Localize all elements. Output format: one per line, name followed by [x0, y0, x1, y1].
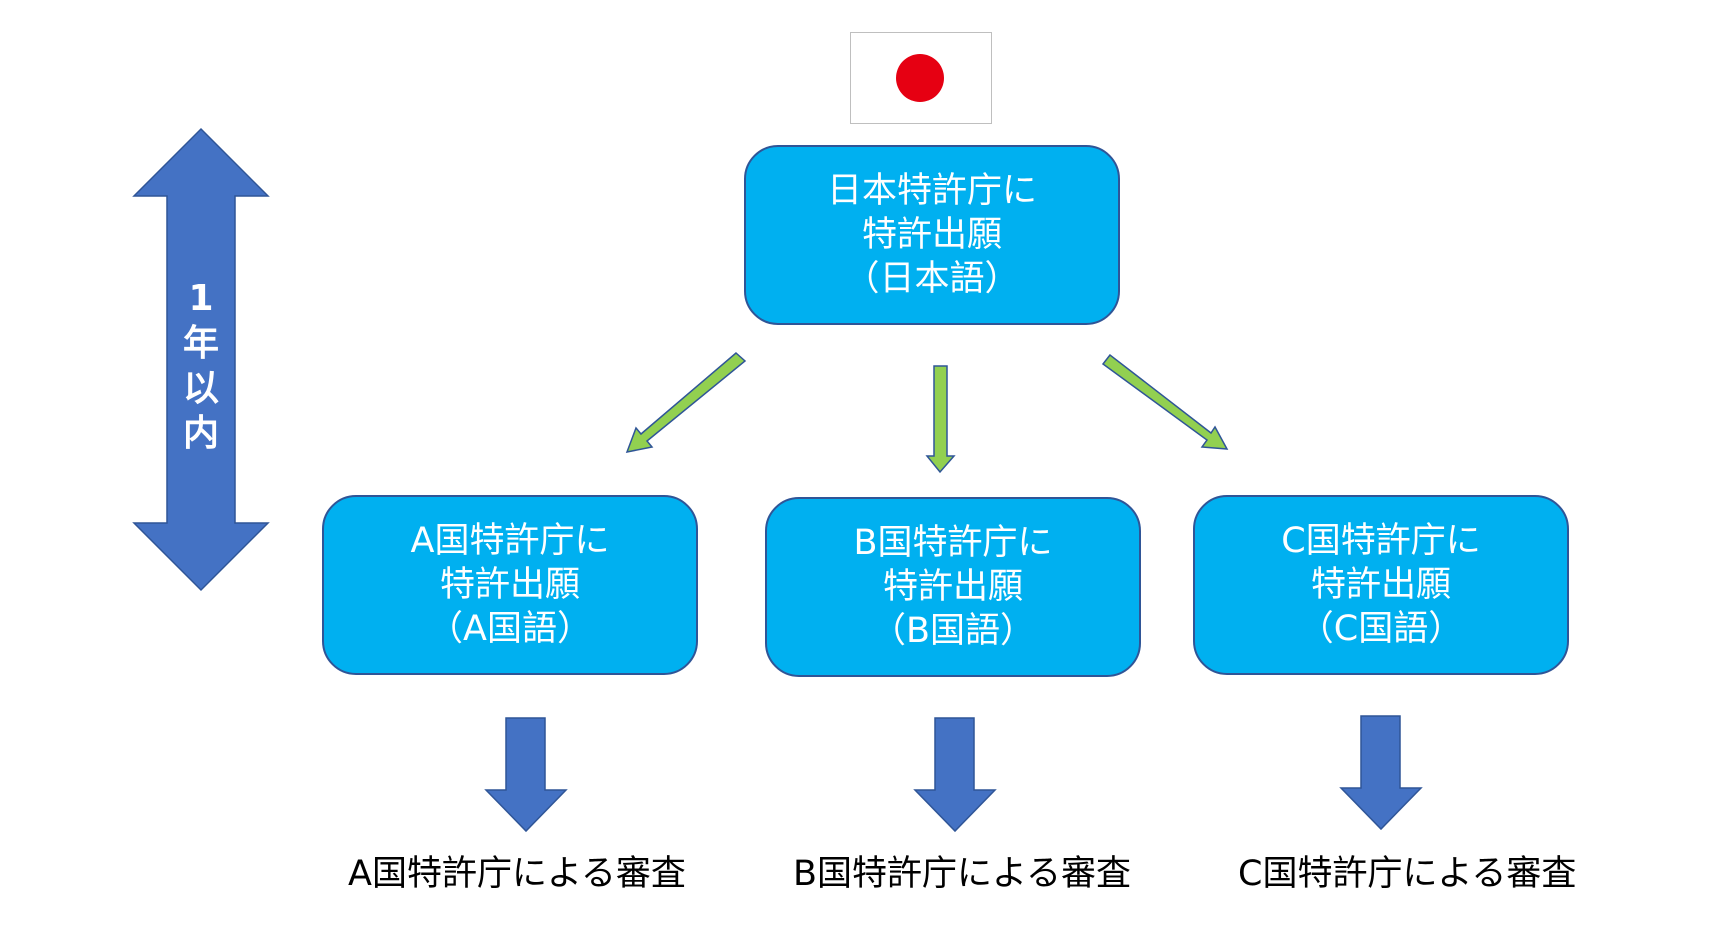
box-line: 特許出願 — [882, 567, 1023, 607]
box-line: A国特許庁に — [410, 521, 610, 561]
box-line: （日本語） — [844, 259, 1020, 299]
period-label: 1 年 以 内 — [176, 276, 226, 456]
box-line: 日本特許庁に — [826, 171, 1037, 211]
box-line: C国特許庁に — [1281, 521, 1481, 561]
caption-c: C国特許庁による審査 — [1238, 854, 1577, 894]
box-line: 特許出願 — [1310, 565, 1451, 605]
box-line: 特許出願 — [439, 565, 580, 605]
period-char: 内 — [182, 413, 219, 454]
period-char: 1 — [188, 278, 214, 319]
box-line: 特許出願 — [861, 215, 1002, 255]
box-line: （A国語） — [428, 609, 592, 649]
period-double-arrow — [132, 127, 270, 592]
japan-office-box: 日本特許庁に 特許出願 （日本語） — [744, 145, 1120, 325]
green-arrow-middle — [925, 365, 956, 474]
box-line: B国特許庁に — [853, 523, 1053, 563]
period-char: 年 — [182, 323, 219, 364]
down-arrow-c — [1339, 715, 1423, 831]
down-arrow-b — [913, 717, 997, 833]
flag-sun — [896, 54, 944, 102]
country-a-office-box: A国特許庁に 特許出願 （A国語） — [322, 495, 698, 675]
box-line: （B国語） — [870, 611, 1035, 651]
caption-a: A国特許庁による審査 — [348, 854, 686, 894]
caption-b: B国特許庁による審査 — [793, 854, 1131, 894]
period-char: 以 — [182, 368, 219, 409]
green-arrow-right — [1101, 353, 1229, 450]
country-b-office-box: B国特許庁に 特許出願 （B国語） — [765, 497, 1141, 677]
green-arrow-left — [625, 352, 747, 454]
country-c-office-box: C国特許庁に 特許出願 （C国語） — [1193, 495, 1569, 675]
japan-flag-icon — [850, 32, 992, 124]
box-line: （C国語） — [1298, 609, 1464, 649]
down-arrow-a — [484, 717, 568, 833]
